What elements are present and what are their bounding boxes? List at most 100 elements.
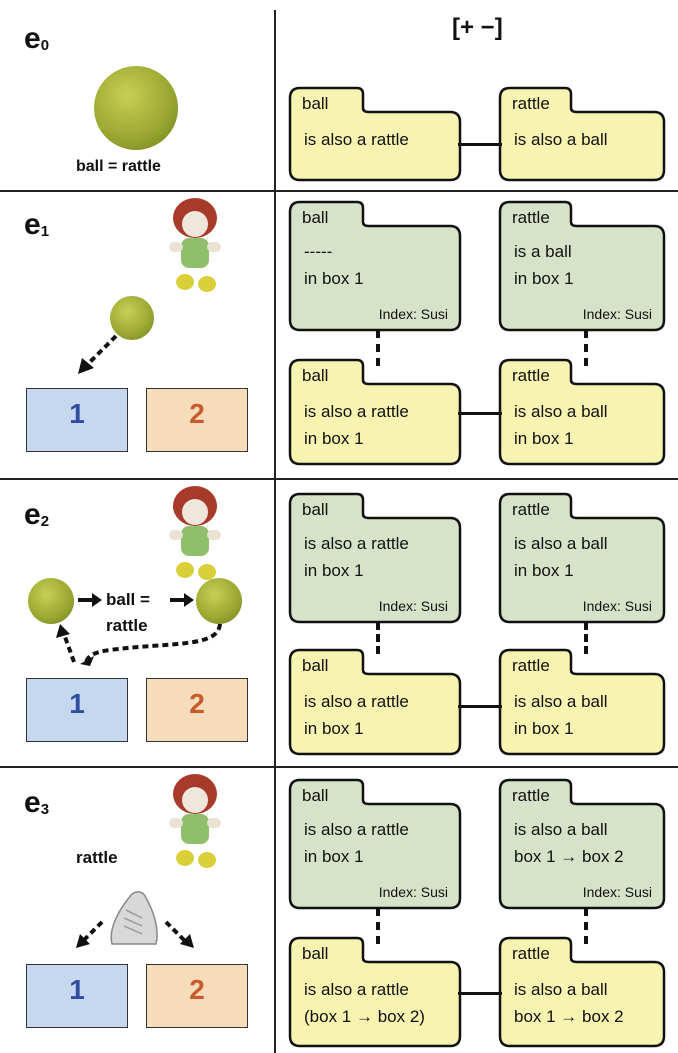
- folder-line: in box 1: [304, 719, 364, 738]
- folder-line: in box 1: [514, 269, 574, 288]
- row-divider-3: [0, 766, 678, 768]
- folder-line: (box 1 → box 2): [304, 1007, 425, 1026]
- box-1: 1: [26, 664, 128, 742]
- row-label-e2: e2: [24, 498, 50, 531]
- folder-line: in box 1: [304, 429, 364, 448]
- index-label: Index: Susi: [378, 598, 448, 614]
- dashed-link: [376, 908, 380, 944]
- folder-title: ball: [302, 786, 329, 805]
- folder-line: in box 1: [514, 719, 574, 738]
- index-label: Index: Susi: [582, 598, 652, 614]
- folder-line: is also a rattle: [304, 980, 409, 999]
- row-caption-e0: ball = rattle: [76, 158, 161, 175]
- dashed-link: [376, 330, 380, 366]
- tennis-ball: [110, 296, 154, 340]
- folder-line: is also a rattle: [304, 534, 409, 553]
- arrow-icon: [78, 593, 102, 607]
- folder-line: in box 1: [304, 561, 364, 580]
- folder-line: is also a rattle: [304, 130, 409, 149]
- dashed-link: [584, 908, 588, 944]
- rattle-folder-card: rattle is also a ball box 1 → box 2: [498, 936, 666, 1048]
- folder-line: is also a ball: [514, 980, 608, 999]
- dashed-link: [584, 330, 588, 366]
- folder-title: ball: [302, 208, 329, 227]
- ball-folder-card: ball is also a rattle (box 1 → box 2): [288, 936, 462, 1048]
- link-line: [458, 143, 502, 146]
- rattle-folder-card: rattle is also a ball box 1 → box 2 Index: …: [498, 778, 666, 910]
- column-header: [+ −]: [452, 14, 503, 41]
- index-label: Index: Susi: [582, 884, 652, 900]
- box-1: 1: [26, 950, 128, 1028]
- index-label: Index: Susi: [582, 306, 652, 322]
- index-label: Index: Susi: [378, 884, 448, 900]
- folder-line: in box 1: [514, 429, 574, 448]
- row-divider-2: [0, 478, 678, 480]
- dotted-path-arrow: [56, 623, 222, 666]
- row-caption-e3: rattle: [76, 848, 118, 867]
- ball-folder-card: ball is also a rattle in box 1 Index: Susi: [288, 492, 462, 624]
- rattle-folder-card: rattle is a ball in box 1 Index: Susi: [498, 200, 666, 332]
- doll-icon: [169, 774, 221, 868]
- folder-line: is also a ball: [514, 820, 608, 839]
- folder-title: rattle: [512, 944, 550, 963]
- row-divider-1: [0, 190, 678, 192]
- dashed-link: [376, 622, 380, 654]
- folder-title: ball: [302, 94, 329, 113]
- box-2: 2: [146, 950, 248, 1028]
- ball-folder-card: ball is also a rattle: [288, 86, 462, 182]
- folder-line: -----: [304, 242, 333, 261]
- index-label: Index: Susi: [378, 306, 448, 322]
- ball-folder-card: ball ----- in box 1 Index: Susi: [288, 200, 462, 332]
- row-label-e3: e3: [24, 786, 50, 819]
- folder-line: box 1 → box 2: [514, 1007, 624, 1026]
- row-label-e0: e0: [24, 22, 50, 55]
- arrow-icon: [164, 920, 194, 948]
- box-2: 2: [146, 374, 248, 452]
- ball-folder-card: ball is also a rattle in box 1: [288, 648, 462, 756]
- folder-line: is also a ball: [514, 402, 608, 421]
- folder-title: ball: [302, 656, 329, 675]
- doll-icon: [169, 486, 221, 580]
- tennis-ball: [94, 66, 178, 150]
- folder-line: is also a rattle: [304, 402, 409, 421]
- folder-line: is also a ball: [514, 534, 608, 553]
- tennis-ball: [28, 578, 74, 624]
- folder-title: rattle: [512, 208, 550, 227]
- ball-folder-card: ball is also a rattle in box 1: [288, 358, 462, 466]
- rattle-folder-card: rattle is also a ball: [498, 86, 666, 182]
- column-divider: [274, 10, 276, 1053]
- tennis-ball: [196, 578, 242, 624]
- folder-line: is a ball: [514, 242, 572, 261]
- dashed-link: [584, 622, 588, 654]
- row-label-e1: e1: [24, 208, 50, 241]
- row-caption-e2: ball = rattle: [106, 590, 150, 635]
- folder-line: in box 1: [304, 847, 364, 866]
- rattle-folder-card: rattle is also a ball in box 1: [498, 648, 666, 756]
- folder-line: is also a rattle: [304, 692, 409, 711]
- folder-title: rattle: [512, 500, 550, 519]
- box-1: 1: [26, 374, 128, 452]
- rattle-folder-card: rattle is also a ball in box 1: [498, 358, 666, 466]
- folder-title: rattle: [512, 366, 550, 385]
- rattle-folder-card: rattle is also a ball in box 1 Index: Susi: [498, 492, 666, 624]
- link-line: [458, 992, 502, 995]
- doll-icon: [169, 198, 221, 292]
- folder-title: rattle: [512, 94, 550, 113]
- folder-title: ball: [302, 944, 329, 963]
- box-2: 2: [146, 664, 248, 742]
- folder-line: is also a ball: [514, 692, 608, 711]
- folder-line: box 1 → box 2: [514, 847, 624, 866]
- arrow-icon: [78, 334, 118, 374]
- folder-title: ball: [302, 366, 329, 385]
- link-line: [458, 412, 502, 415]
- folder-line: in box 1: [304, 269, 364, 288]
- ball-folder-card: ball is also a rattle in box 1 Index: Susi: [288, 778, 462, 910]
- folder-title: rattle: [512, 786, 550, 805]
- folder-line: in box 1: [514, 561, 574, 580]
- arrow-icon: [76, 920, 104, 948]
- folder-line: is also a rattle: [304, 820, 409, 839]
- arrow-icon: [170, 593, 194, 607]
- folder-line: is also a ball: [514, 130, 608, 149]
- folder-title: ball: [302, 500, 329, 519]
- folder-title: rattle: [512, 656, 550, 675]
